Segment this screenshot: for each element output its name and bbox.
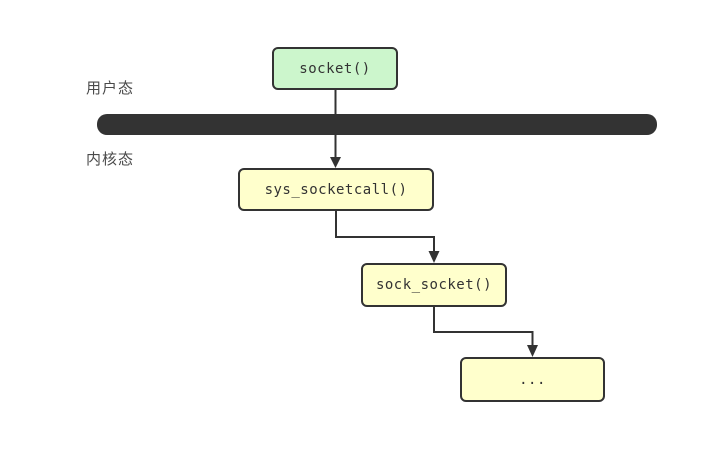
user-mode-label: 用户态: [86, 80, 135, 97]
arrowhead-down-icon: [527, 345, 538, 357]
sys-socketcall-node: sys_socketcall(): [238, 168, 434, 211]
sock-socket-node-label: sock_socket(): [375, 277, 493, 293]
socket-node-label: socket(): [299, 60, 371, 77]
ellipsis-node-label: ...: [519, 371, 546, 388]
sys-socketcall-node-label: sys_socketcall(): [264, 181, 408, 198]
connector-sock-socket-to-ellipsis: [433, 307, 534, 346]
ellipsis-node: ...: [460, 357, 605, 402]
socket-node: socket(): [272, 47, 398, 90]
sock-socket-node: sock_socket(): [361, 263, 507, 307]
connector-sys-socketcall-to-sock-socket: [335, 211, 435, 252]
kernel-mode-label: 内核态: [86, 151, 135, 168]
arrowhead-down-icon: [428, 251, 440, 263]
arrowhead-down-icon: [330, 157, 341, 168]
user-kernel-boundary-bar: [97, 114, 657, 135]
